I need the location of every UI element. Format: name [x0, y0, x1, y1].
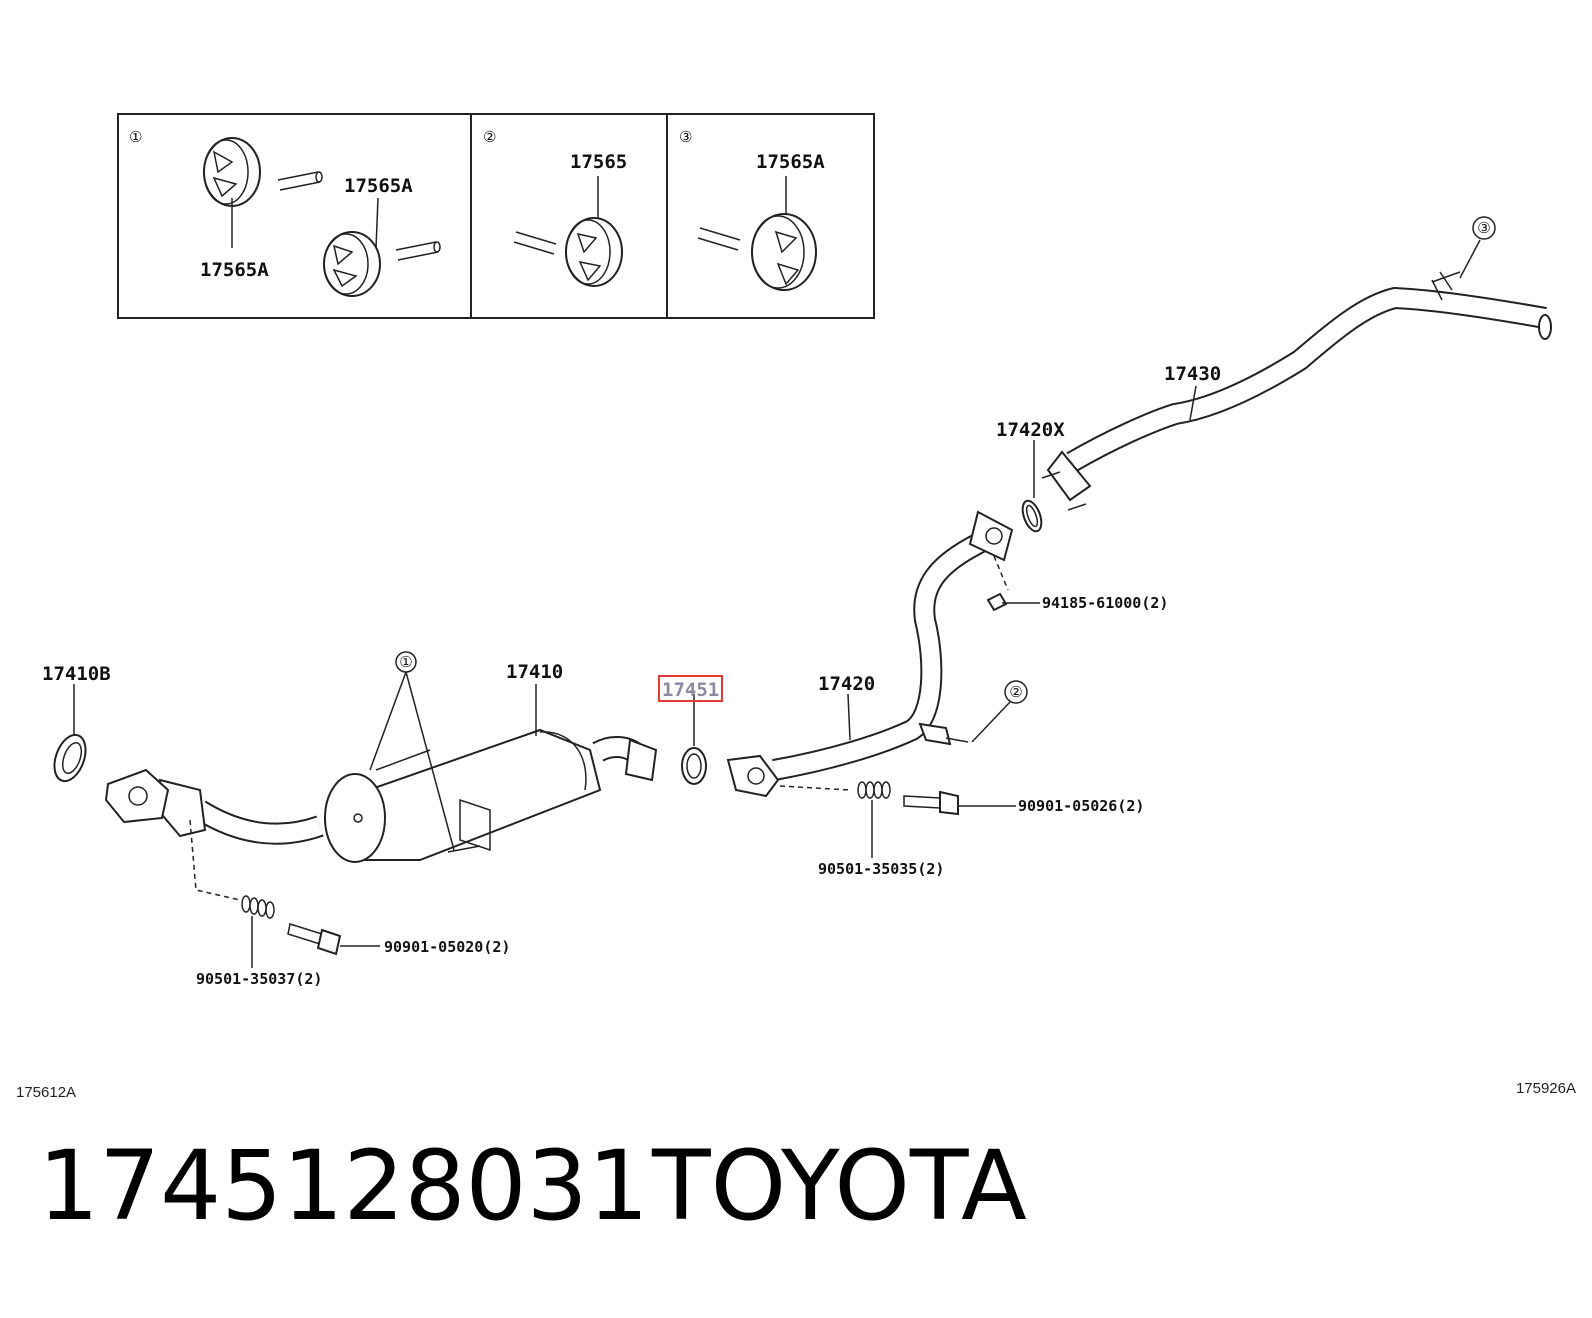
label-90501-35037: 90501-35037(2)	[196, 970, 322, 988]
svg-text:②: ②	[1009, 683, 1022, 701]
bolt-spring-right	[779, 781, 1016, 858]
pin-icon	[395, 241, 441, 261]
inset-panel-1: ① 17565A 17565A	[129, 128, 441, 297]
tail-pipe-17430	[1041, 271, 1552, 511]
label-94185-61000: 94185-61000(2)	[1042, 594, 1168, 612]
label-17430: 17430	[1164, 363, 1221, 385]
svg-text:③: ③	[1477, 219, 1490, 237]
label-17451: 17451	[662, 679, 719, 701]
hanger-icon	[751, 213, 817, 291]
callout-2: ②	[1004, 680, 1028, 704]
panel-3-number: ③	[679, 128, 692, 146]
pin-icon	[513, 231, 557, 255]
ref-left: 175612A	[16, 1084, 76, 1101]
label-90901-05026: 90901-05026(2)	[1018, 797, 1144, 815]
label-17410: 17410	[506, 661, 563, 683]
label-17565A-right: 17565A	[344, 175, 413, 197]
hanger-icon	[565, 217, 623, 287]
hanger-icon	[323, 231, 381, 297]
label-17565A-left: 17565A	[200, 259, 269, 281]
label-17565: 17565	[570, 151, 627, 173]
hanger-icon	[203, 137, 261, 207]
gasket-17410B	[53, 733, 87, 783]
highlight-box	[658, 675, 723, 702]
label-17565A-panel3: 17565A	[756, 151, 825, 173]
inset-panel-2: ② 17565	[483, 128, 627, 287]
gasket-17451	[681, 747, 707, 785]
gasket-17420X	[1021, 499, 1043, 533]
svg-text:①: ①	[399, 653, 412, 671]
bolt-spring-left	[189, 819, 380, 968]
footer-brand: TOYOTA	[652, 1130, 1027, 1242]
inset-panel-3: ③ 17565A	[679, 128, 825, 291]
callout-3: ③	[1472, 216, 1496, 240]
panel-2-number: ②	[483, 128, 496, 146]
ref-right: 175926A	[1516, 1080, 1576, 1097]
bolt-upper	[986, 555, 1040, 612]
label-90501-35035: 90501-35035(2)	[818, 860, 944, 878]
front-pipe-17420	[726, 510, 1014, 798]
inlet-pipe	[104, 768, 324, 845]
leader-lines	[73, 239, 1481, 851]
pin-icon	[697, 227, 741, 251]
label-17420X: 17420X	[996, 419, 1065, 441]
label-17410B: 17410B	[42, 663, 111, 685]
label-17420: 17420	[818, 673, 875, 695]
label-90901-05020: 90901-05020(2)	[384, 938, 510, 956]
footer-part-number: 1745128031	[38, 1130, 649, 1242]
pin-icon	[277, 171, 323, 191]
converter-17410	[324, 728, 658, 863]
exhaust-diagram: ① 17565A 17565A	[16, 113, 1576, 1101]
inset-box: ① 17565A 17565A	[117, 113, 875, 319]
callout-1: ①	[395, 651, 417, 673]
panel-1-number: ①	[129, 128, 142, 146]
